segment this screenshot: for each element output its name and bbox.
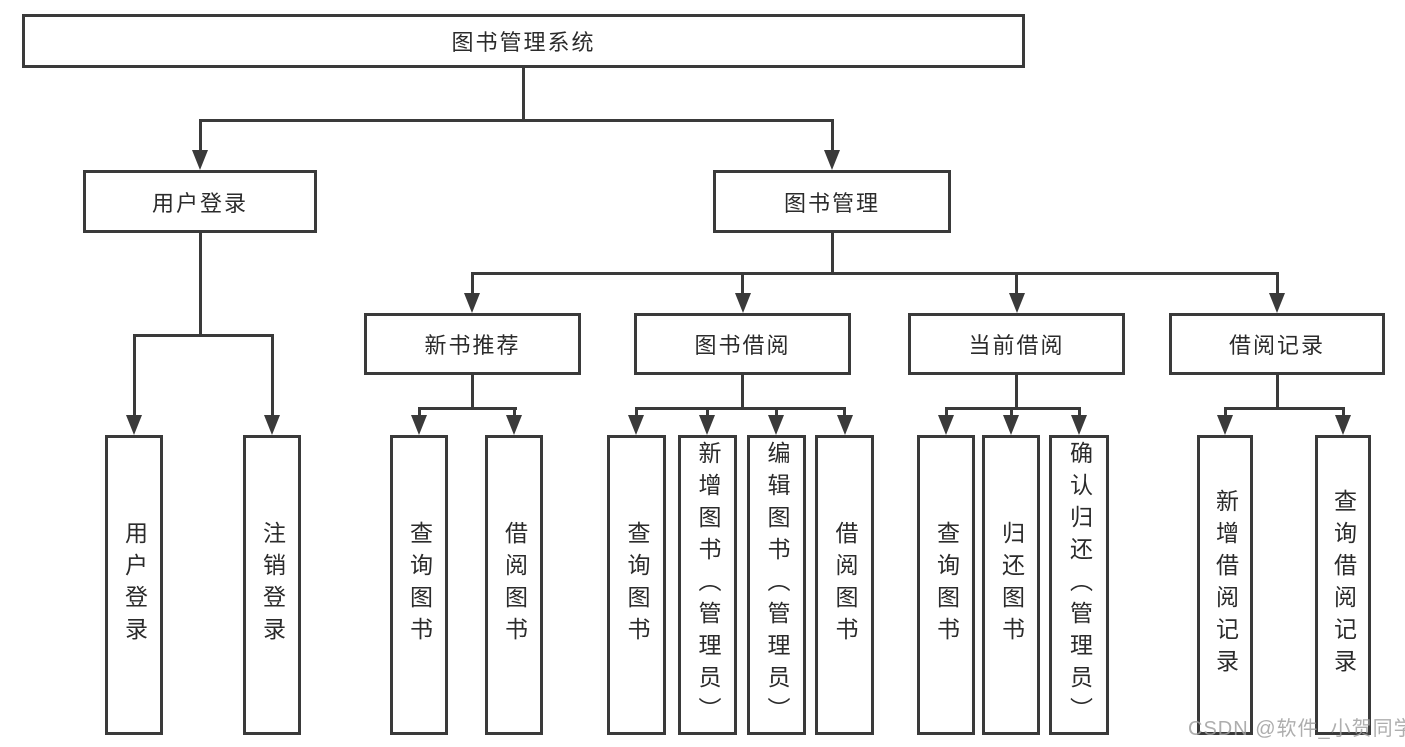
diagram-node-leaf-query-book-2: 查询图书: [607, 435, 666, 735]
diagram-node-leaf-borrow-book-1: 借阅图书: [485, 435, 543, 735]
diagram-node-leaf-edit-book: 编辑图书（管理员）: [747, 435, 806, 735]
diagram-node-leaf-logout: 注销登录: [243, 435, 301, 735]
node-label: 确认归还（管理员）: [1066, 441, 1093, 729]
connector-line: [270, 334, 274, 417]
arrow-down-icon: [506, 415, 522, 435]
connector-line: [706, 407, 709, 419]
arrow-down-icon: [768, 415, 784, 435]
connector-line: [512, 407, 516, 419]
node-label: 用户登录: [121, 521, 148, 649]
arrow-down-icon: [824, 150, 840, 170]
diagram-node-leaf-user-login: 用户登录: [105, 435, 163, 735]
connector-line: [1276, 272, 1279, 295]
diagram-node-leaf-return-book: 归还图书: [982, 435, 1040, 735]
node-label: 借阅记录: [1228, 333, 1325, 358]
node-label: 新增图书（管理员）: [695, 441, 721, 729]
diagram-node-borrow-records: 借阅记录: [1169, 313, 1385, 375]
node-label: 归还图书: [998, 521, 1025, 649]
connector-line: [830, 119, 834, 152]
node-label: 新增借阅记录: [1212, 489, 1239, 681]
connector-line: [198, 119, 202, 152]
node-label: 查询图书: [406, 521, 433, 649]
node-label: 图书管理系统: [451, 30, 596, 55]
connector-line: [132, 334, 274, 337]
arrow-down-icon: [464, 293, 480, 313]
node-label: 图书管理: [783, 190, 880, 216]
node-label: 查询图书: [624, 521, 650, 649]
diagram-node-current-borrow: 当前借阅: [908, 313, 1125, 375]
connector-line: [1276, 375, 1279, 410]
connector-line: [1223, 407, 1345, 410]
arrow-down-icon: [1003, 415, 1019, 435]
diagram-node-leaf-borrow-book-2: 借阅图书: [815, 435, 874, 735]
connector-line: [1077, 407, 1081, 419]
arrow-down-icon: [264, 415, 280, 435]
diagram-node-leaf-query-book-1: 查询图书: [390, 435, 448, 735]
connector-line: [635, 407, 638, 419]
arrow-down-icon: [126, 415, 142, 435]
diagram-node-leaf-add-record: 新增借阅记录: [1197, 435, 1253, 735]
arrow-down-icon: [699, 415, 715, 435]
node-label: 用户登录: [151, 190, 248, 216]
connector-line: [741, 272, 744, 295]
connector-line: [471, 272, 1279, 275]
diagram-node-new-book-rec: 新书推荐: [364, 313, 581, 375]
connector-line: [1015, 272, 1018, 295]
diagram-node-leaf-query-record: 查询借阅记录: [1315, 435, 1371, 735]
connector-line: [132, 334, 136, 417]
diagram-node-book-mgmt: 图书管理: [713, 170, 951, 233]
connector-line: [1223, 407, 1227, 419]
arrow-down-icon: [837, 415, 853, 435]
connector-line: [417, 407, 517, 410]
node-label: 图书借阅: [694, 333, 791, 358]
connector-line: [471, 272, 474, 295]
connector-line: [741, 375, 744, 410]
arrow-down-icon: [735, 293, 751, 313]
node-label: 当前借阅: [968, 333, 1065, 358]
arrow-down-icon: [938, 415, 954, 435]
node-label: 查询借阅记录: [1330, 489, 1357, 681]
node-label: 注销登录: [259, 521, 286, 649]
connector-line: [775, 407, 778, 419]
node-label: 新书推荐: [424, 333, 521, 358]
connector-line: [1341, 407, 1345, 419]
connector-line: [198, 119, 834, 122]
node-label: 借阅图书: [832, 521, 858, 649]
connector-line: [635, 407, 846, 410]
arrow-down-icon: [411, 415, 427, 435]
diagram-node-leaf-confirm-return: 确认归还（管理员）: [1049, 435, 1109, 735]
connector-line: [843, 407, 846, 419]
connector-line: [1009, 407, 1013, 419]
connector-line: [944, 407, 948, 419]
arrow-down-icon: [1335, 415, 1351, 435]
connector-line: [198, 233, 202, 337]
diagram-node-user-login: 用户登录: [83, 170, 317, 233]
arrow-down-icon: [628, 415, 644, 435]
diagram-node-leaf-query-book-3: 查询图书: [917, 435, 975, 735]
connector-line: [944, 407, 1081, 410]
arrow-down-icon: [1009, 293, 1025, 313]
arrow-down-icon: [1269, 293, 1285, 313]
csdn-watermark: CSDN @软件_小贺同学: [1188, 718, 1405, 740]
connector-line: [471, 375, 474, 410]
node-label: 查询图书: [933, 521, 960, 649]
node-label: 编辑图书（管理员）: [764, 441, 790, 729]
connector-line: [1015, 375, 1018, 410]
connector-line: [830, 233, 834, 275]
diagram-node-book-borrow: 图书借阅: [634, 313, 851, 375]
connector-line: [521, 68, 525, 122]
connector-line: [417, 407, 421, 419]
diagram-node-root: 图书管理系统: [22, 14, 1025, 68]
arrow-down-icon: [1217, 415, 1233, 435]
node-label: 借阅图书: [501, 521, 528, 649]
diagram-node-leaf-add-book: 新增图书（管理员）: [678, 435, 737, 735]
arrow-down-icon: [192, 150, 208, 170]
arrow-down-icon: [1071, 415, 1087, 435]
